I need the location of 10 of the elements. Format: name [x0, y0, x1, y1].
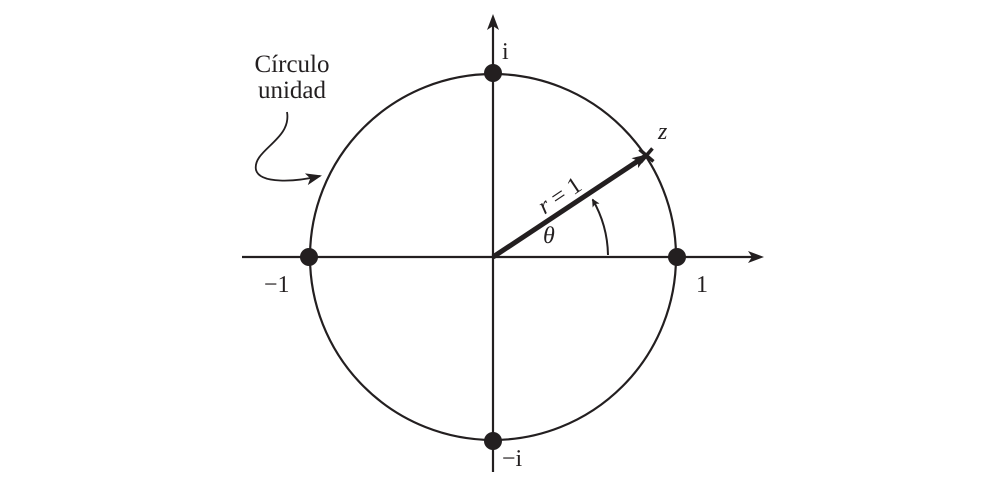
vector-arrow	[492, 153, 648, 260]
axis-label: i	[502, 40, 509, 64]
axis-label: −1	[264, 273, 290, 297]
callout-text: Círculo unidad	[254, 52, 330, 104]
axis-label: 1	[696, 273, 708, 297]
leader-arrow	[254, 112, 322, 185]
point-label: z	[658, 120, 668, 144]
edge-label: r = 1	[534, 173, 586, 219]
axis-label: −i	[502, 447, 522, 471]
angle-label: θ	[543, 224, 555, 248]
